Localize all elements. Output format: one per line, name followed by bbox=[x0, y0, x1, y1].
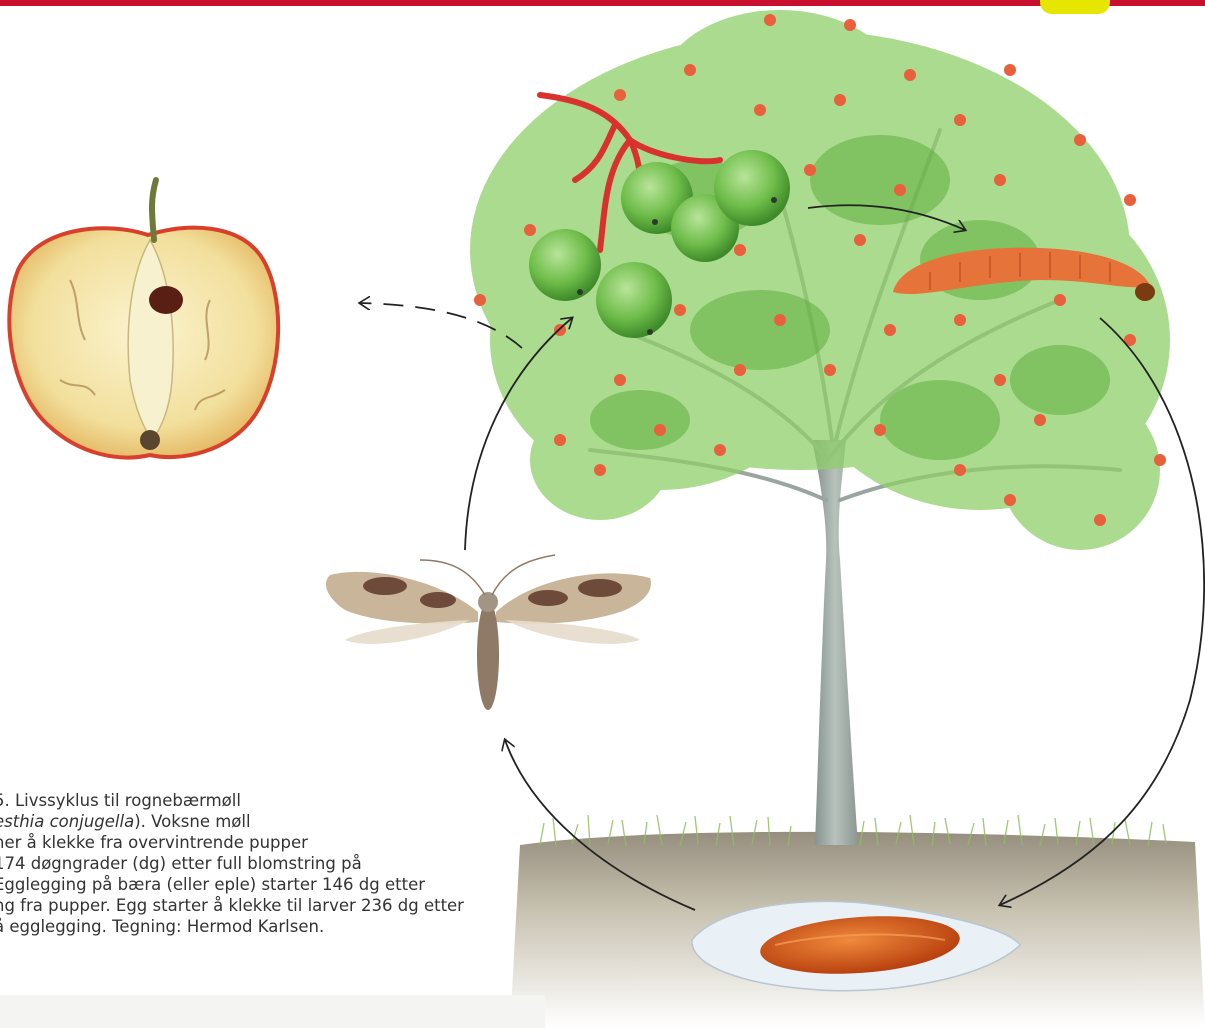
caption-line-1: 5. Livssyklus til rognebærmøll bbox=[0, 791, 241, 810]
damaged-apple-half bbox=[9, 180, 278, 457]
caption-species-name: esthia conjugella bbox=[0, 812, 134, 831]
caption-line-2: ). Voksne møll bbox=[134, 812, 250, 831]
caption-line-3: ner å klekke fra overvintrende pupper bbox=[0, 833, 308, 852]
caption-line-6: ng fra pupper. Egg starter å klekke til … bbox=[0, 896, 464, 915]
next-figure-strip bbox=[0, 995, 545, 1028]
caption-line-7: å egglegging. Tegning: Hermod Karlsen. bbox=[0, 917, 324, 936]
adult-moth bbox=[326, 555, 651, 710]
figure-caption: 5. Livssyklus til rognebærmøll esthia co… bbox=[0, 790, 554, 937]
caption-line-4: 174 døgngrader (dg) etter full blomstrin… bbox=[0, 854, 362, 873]
caption-line-5: Egglegging på bæra (eller eple) starter … bbox=[0, 875, 425, 894]
